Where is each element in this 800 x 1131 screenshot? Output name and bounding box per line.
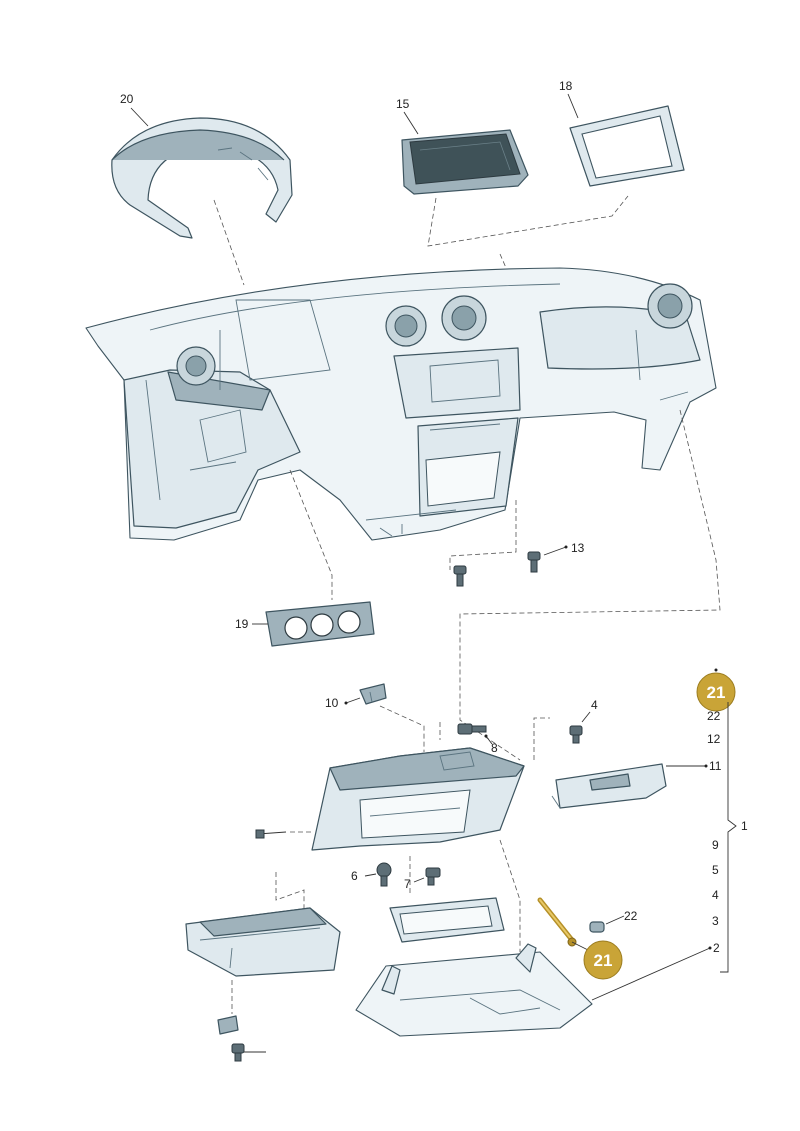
leader-20 [130,107,149,127]
kit-bracket-label: 1 [741,819,748,833]
callout-8: 8 [491,741,498,755]
leader-11-dot [704,764,708,768]
part-10-clip[interactable] [359,683,387,705]
kit-list-top-dot [714,668,718,672]
badge-21-bottom-label: 21 [594,951,613,970]
kit-item-5: 5 [712,863,719,877]
part-15-display-screen[interactable] [401,129,529,195]
callout-22: 22 [624,909,638,923]
guide-10 [379,705,425,752]
glovebox-housing[interactable] [311,747,525,851]
guide-20 [213,199,245,286]
guide-4 [533,717,550,760]
kit-item-4: 4 [712,888,719,902]
screw-13a[interactable] [453,565,467,587]
screw-13b[interactable] [527,551,541,573]
screw-4[interactable] [569,725,583,744]
glovebox-lid[interactable] [355,943,593,1037]
kit-item-9: 9 [712,838,719,852]
screw-8[interactable] [457,723,487,735]
leader-10-dot [344,701,348,705]
leader-6 [364,873,377,877]
leader-13-dot [564,545,568,549]
kit-item-3: 3 [712,914,719,928]
screw-7[interactable] [425,867,441,886]
guide-15-18 [427,195,629,247]
part-11-trim-strip[interactable] [551,763,667,809]
part-21-rod[interactable] [537,897,577,947]
callout-18: 18 [559,79,573,93]
kit-item-12: 12 [707,732,721,746]
callout-19: 19 [235,617,249,631]
glovebox-tray[interactable] [185,907,341,977]
leader-7 [413,877,425,883]
callout-20: 20 [120,92,134,106]
screw-bottom-left[interactable] [231,1043,245,1062]
leader-8 [485,735,493,745]
dashboard-carrier[interactable] [85,267,717,541]
badge-21-top[interactable]: 21 [696,672,736,712]
callout-6: 6 [351,869,358,883]
callout-15: 15 [396,97,410,111]
bolt-left-head[interactable] [255,829,265,839]
callout-4: 4 [591,698,598,712]
callout-7: 7 [404,877,411,891]
badge-21-top-label: 21 [707,683,726,702]
part-19-hvac-panel[interactable] [265,601,375,647]
kit-item-22: 22 [707,709,721,723]
callout-13: 13 [571,541,585,555]
leader-18 [567,93,579,119]
kit-list: 21 22 12 9 5 4 3 1 [696,668,748,973]
guide-glovebox-tray [275,872,305,910]
guide-glovebox [459,409,721,761]
leader-15 [403,111,419,135]
clip-bottom-left[interactable] [217,1015,239,1035]
leader-8-dot [484,734,488,738]
part-18-display-frame[interactable] [569,105,685,187]
callout-11: 11 [709,759,722,773]
leader-10 [345,697,361,704]
leader-22 [605,915,625,925]
guide-13 [449,500,517,570]
guide-glovebox-lid [499,839,521,952]
badge-21-bottom[interactable]: 21 [571,940,623,980]
leader-13 [543,546,567,556]
screw-6[interactable] [376,862,392,887]
kit-bracket [720,702,737,973]
callout-2: 2 [713,941,720,955]
leader-2 [591,947,711,1001]
callout-10: 10 [325,696,339,710]
part-22-pin[interactable] [589,921,605,933]
leader-4 [581,711,591,723]
guide-19 [289,469,333,600]
glovebox-insert[interactable] [389,897,505,943]
leader-2-dot [708,946,712,950]
part-20-cluster-cowl[interactable] [111,117,293,239]
